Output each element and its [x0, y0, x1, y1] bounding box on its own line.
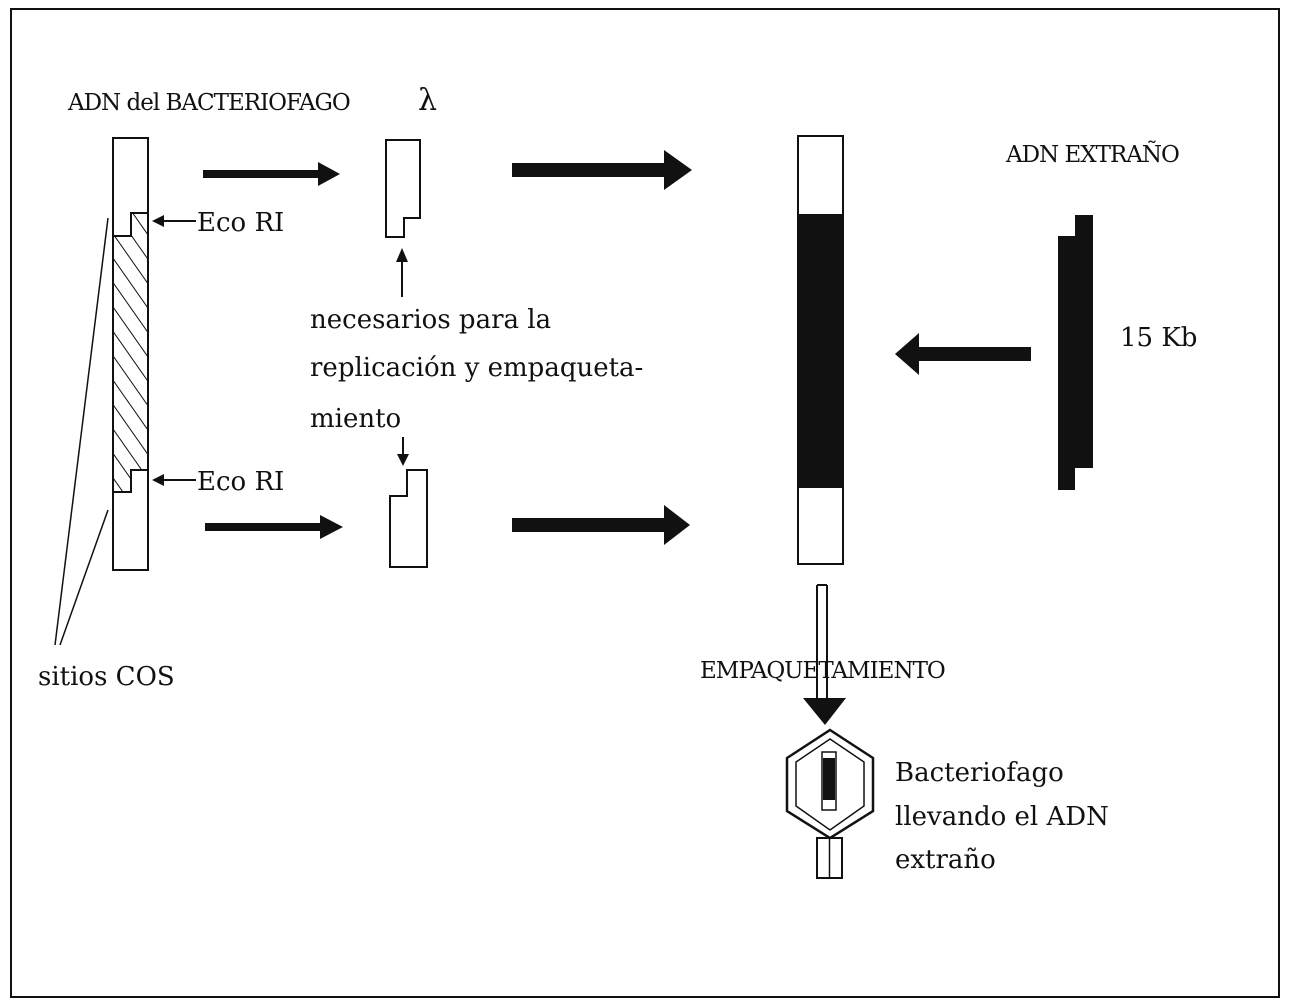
packaging-label: EMPAQUETAMIENTO — [700, 660, 945, 683]
arrow-right-arm-to-recombinant — [512, 505, 690, 545]
arrow-foreign-to-recombinant — [895, 333, 1031, 375]
needed-text-line-1: necesarios para la — [310, 307, 551, 333]
phage-caption-line-2: llevando el ADN — [895, 804, 1109, 830]
foreign-dna-label: ADN EXTRAÑO — [1006, 144, 1179, 167]
needed-text-line-2: replicación y empaqueta- — [310, 355, 643, 381]
eco-ri-arrow-top — [152, 215, 196, 227]
bacteriophage-icon — [787, 730, 873, 878]
cos-sites-label: sitios COS — [38, 664, 175, 690]
needed-text-line-3: miento — [310, 406, 401, 432]
arrow-up-needed — [396, 248, 408, 297]
phage-dna-bar — [113, 138, 148, 570]
arrow-down-needed — [397, 437, 409, 466]
eco-ri-label-top: Eco RI — [197, 210, 284, 236]
lambda-symbol: λ — [418, 86, 437, 116]
cos-site-lines — [55, 218, 108, 645]
packaging-arrow — [803, 585, 846, 725]
size-label: 15 Kb — [1120, 325, 1197, 351]
left-arm-fragment — [386, 140, 420, 237]
eco-ri-arrow-bottom — [152, 474, 196, 486]
arrow-left-arm-to-recombinant — [512, 150, 692, 190]
phage-caption-line-1: Bacteriofago — [895, 760, 1064, 786]
phage-dna-label: ADN del BACTERIOFAGO — [68, 92, 350, 115]
recombinant-dna-bar — [798, 136, 843, 564]
right-arm-fragment — [390, 470, 427, 567]
phage-caption-line-3: extraño — [895, 847, 996, 873]
arrow-to-left-arm — [203, 162, 340, 186]
foreign-dna-fragment — [1058, 215, 1093, 490]
arrow-to-right-arm — [205, 515, 343, 539]
eco-ri-label-bottom: Eco RI — [197, 469, 284, 495]
